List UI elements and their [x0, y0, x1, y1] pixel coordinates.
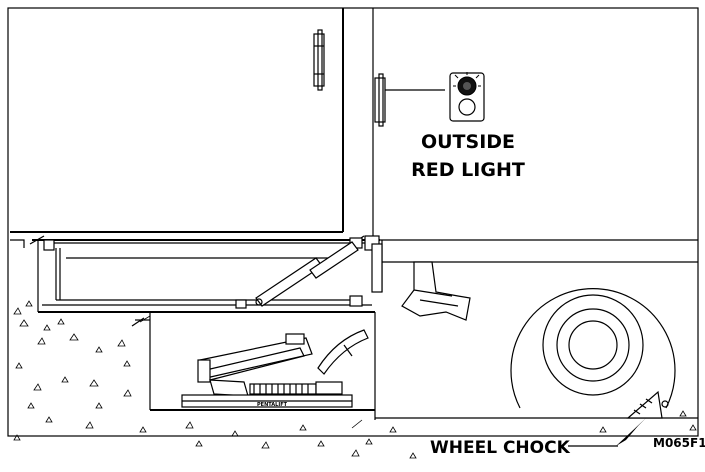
leveler-deck: [43, 235, 383, 309]
hose-assembly: [131, 317, 369, 375]
trailer-undercarriage: [401, 261, 471, 321]
wheel-chock-icon: [626, 390, 669, 419]
hydraulic-cylinder: [255, 241, 359, 307]
outside-light-label-line1: OUTSIDE: [421, 131, 515, 153]
dock-pit: [10, 235, 698, 420]
trailer-marker-light-icon: [313, 29, 325, 91]
trailer-wheel: [510, 288, 676, 409]
diagram-frame: [7, 7, 699, 437]
mechanism-brand-label: PENTALIFT: [257, 402, 288, 408]
concrete-texture: [13, 300, 697, 459]
figure-id-label: M065F1: [653, 436, 705, 450]
outside-red-light-icon: [449, 72, 485, 122]
wheel-chock-label: WHEEL CHOCK: [430, 438, 571, 458]
lift-mechanism: PENTALIFT: [181, 333, 353, 408]
wheel-chock-arrow-icon: [616, 418, 646, 446]
outside-light-label-line2: RED LIGHT: [411, 159, 525, 181]
wall-light-fixture-icon: [374, 73, 445, 127]
